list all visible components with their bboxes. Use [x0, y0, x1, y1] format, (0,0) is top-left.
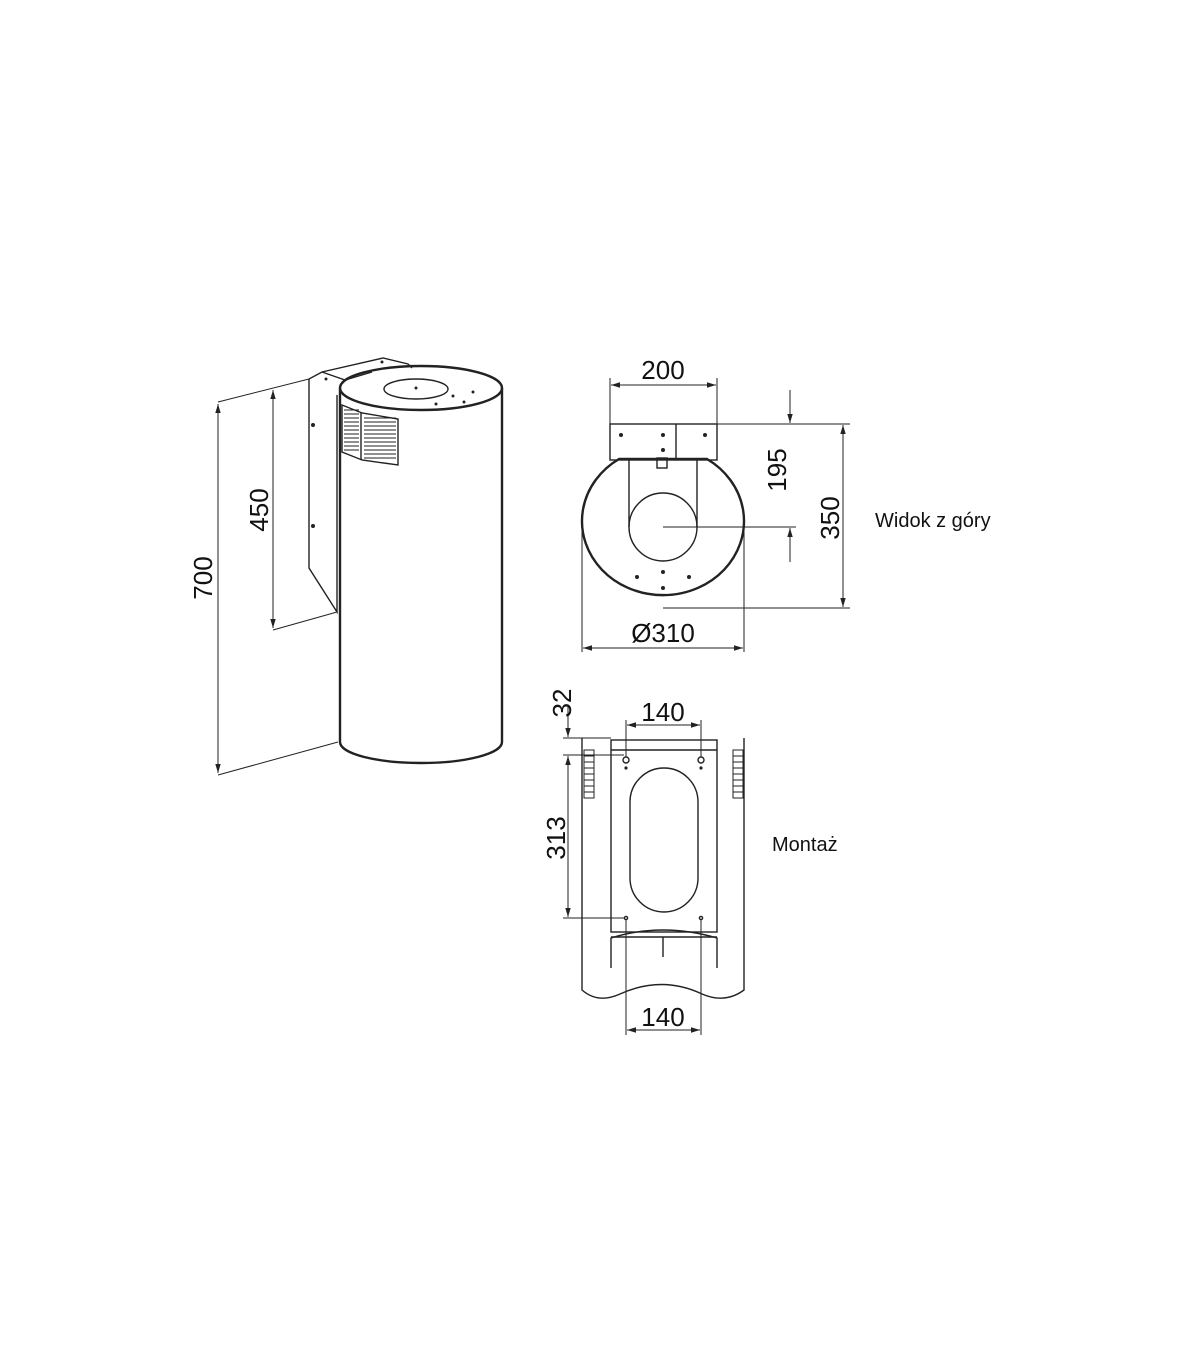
dimension-200: 200: [609, 355, 718, 424]
grille-slats: [344, 409, 396, 459]
dim-label-140-bottom: 140: [641, 1002, 684, 1032]
dim-label-700: 700: [188, 556, 218, 599]
side-view: 700 450: [188, 357, 504, 776]
cylinder-body: [338, 364, 504, 765]
dim-label-diameter: Ø310: [631, 618, 695, 648]
dim-label-313: 313: [541, 816, 571, 859]
mounting-view: 32 140 313 140 Montaż: [541, 689, 838, 1035]
dim-label-350: 350: [815, 496, 845, 539]
dimension-32: 32: [547, 689, 624, 756]
dimension-350: 350: [663, 425, 850, 609]
dimension-700: 700: [188, 378, 339, 776]
dim-label-200: 200: [641, 355, 684, 385]
dim-label-140-top: 140: [641, 697, 684, 727]
side-vents: [583, 749, 744, 799]
dimension-140-top: 140: [625, 697, 702, 757]
top-view: 200 195 350 Ø310 Widok z góry: [580, 355, 991, 652]
dim-label-450: 450: [244, 488, 274, 531]
dim-label-32: 32: [547, 689, 577, 718]
dimension-450: 450: [244, 390, 338, 631]
wall-bracket: [308, 357, 413, 615]
dimension-diameter: Ø310: [581, 527, 745, 652]
dimension-195: 195: [663, 390, 850, 562]
mounting-view-caption: Montaż: [772, 834, 838, 856]
dimension-313: 313: [541, 756, 624, 919]
top-view-caption: Widok z góry: [875, 510, 991, 532]
vent-grille-icon: [341, 403, 399, 466]
dimension-140-bottom: 140: [625, 920, 702, 1035]
dim-label-195: 195: [762, 448, 792, 491]
